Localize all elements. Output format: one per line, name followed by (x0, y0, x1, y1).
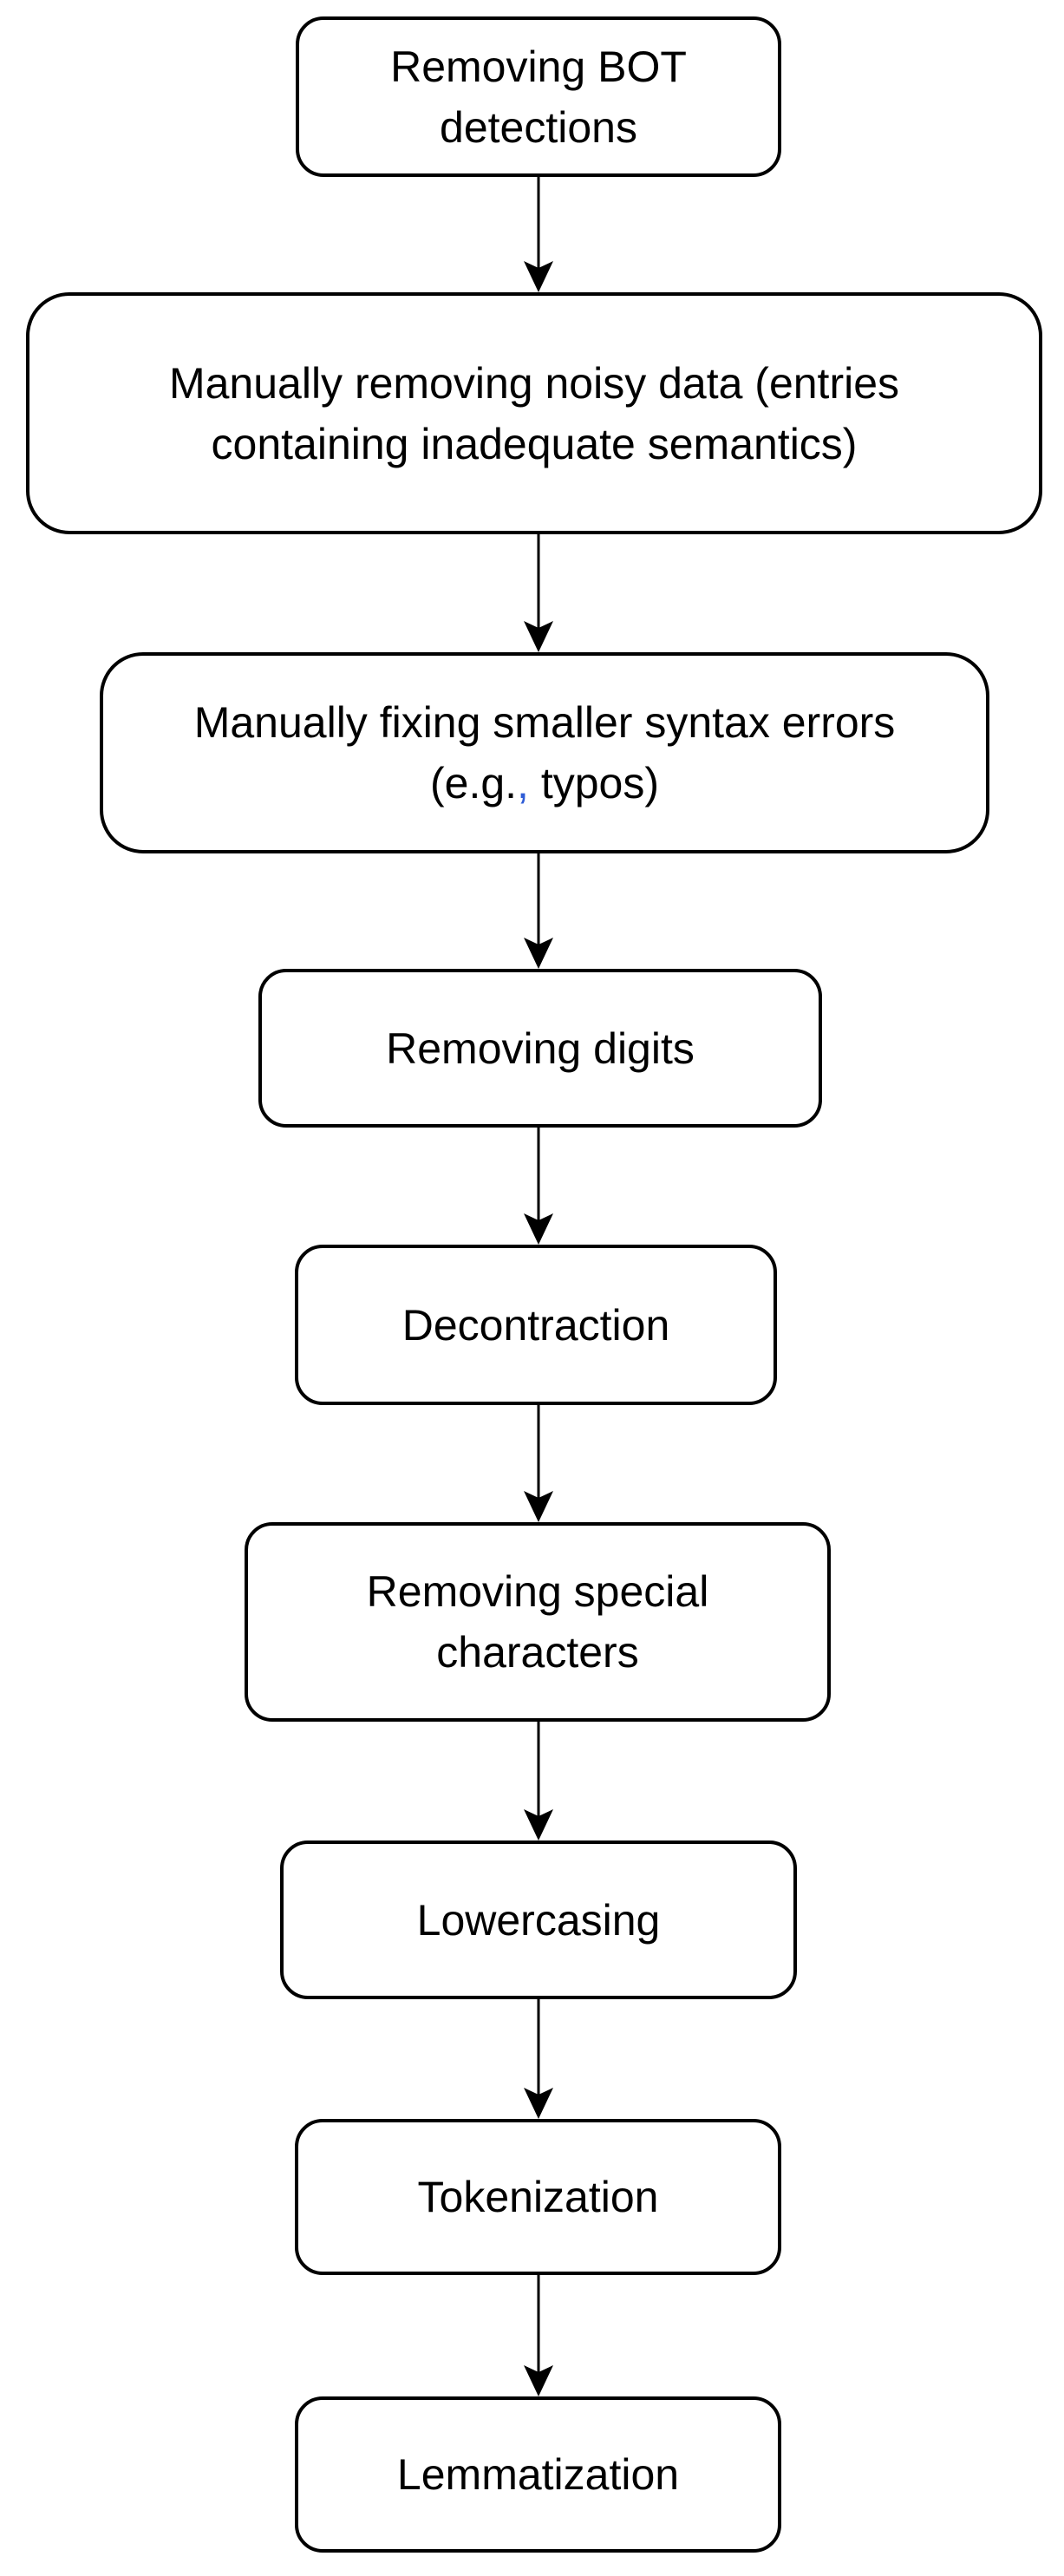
flow-step-label-line: Removing special (366, 1567, 709, 1616)
arrow-down-icon (524, 1213, 553, 1245)
label-text-segment: (e.g. (429, 759, 518, 807)
flow-step-label-line: characters (436, 1628, 639, 1677)
flow-step-label: Removing digits (386, 1018, 695, 1079)
flow-step-label-line: Manually removing noisy data (entries (168, 358, 900, 408)
flow-step-removing-special-characters: Removing special characters (245, 1522, 831, 1722)
arrow-down-icon (524, 938, 553, 969)
flow-step-label-line: Decontraction (401, 1300, 670, 1350)
flow-step-label: Lowercasing (417, 1890, 661, 1951)
arrow-shaft (537, 177, 540, 270)
arrow-down-icon (524, 621, 553, 652)
connector-arrow (524, 534, 553, 652)
flow-step-decontraction: Decontraction (295, 1245, 777, 1405)
flow-step-label: Removing special characters (367, 1561, 709, 1683)
arrow-shaft (537, 534, 540, 630)
arrow-down-icon (524, 1809, 553, 1840)
arrow-shaft (537, 2275, 540, 2374)
flow-step-label-line: Removing BOT (390, 42, 687, 91)
arrow-down-icon (524, 2365, 553, 2396)
flow-step-tokenization: Tokenization (295, 2119, 781, 2275)
flow-step-label-line: Lemmatization (396, 2450, 680, 2499)
flow-step-manually-fixing-syntax-errors: Manually fixing smaller syntax errors (e… (100, 652, 989, 853)
flow-step-removing-digits: Removing digits (258, 969, 822, 1128)
arrow-shaft (537, 1722, 540, 1818)
label-text-segment: typos) (528, 759, 660, 807)
flow-step-label: Manually fixing smaller syntax errors (e… (194, 692, 896, 814)
flow-step-label: Decontraction (402, 1295, 670, 1356)
flow-step-label-line: Removing digits (386, 1023, 695, 1073)
flow-step-manually-removing-noisy-data: Manually removing noisy data (entries co… (26, 292, 1042, 534)
arrow-shaft (537, 853, 540, 946)
flow-step-label-line: (e.g., typos) (194, 753, 896, 814)
connector-arrow (524, 1722, 553, 1840)
flow-step-label-line: Tokenization (417, 2173, 659, 2221)
flow-step-label: Tokenization (418, 2167, 659, 2227)
arrow-shaft (537, 1128, 540, 1222)
flow-step-label-line: detections (440, 102, 637, 152)
connector-arrow (524, 1405, 553, 1522)
flow-step-label: Manually removing noisy data (entries co… (169, 353, 899, 474)
arrow-shaft (537, 1999, 540, 2096)
flow-step-removing-bot-detections: Removing BOT detections (296, 16, 781, 177)
connector-arrow (524, 1999, 553, 2119)
accent-comma: , (517, 759, 529, 807)
arrow-shaft (537, 1405, 540, 1500)
flow-step-label: Lemmatization (397, 2444, 679, 2505)
connector-arrow (524, 1128, 553, 1245)
arrow-down-icon (524, 2088, 553, 2119)
flow-step-label-line: Manually fixing smaller syntax errors (193, 698, 896, 747)
flow-step-label-line: Lowercasing (416, 1895, 661, 1945)
connector-arrow (524, 177, 553, 292)
flow-step-label: Removing BOT detections (390, 36, 687, 158)
flow-step-lowercasing: Lowercasing (280, 1840, 797, 1999)
connector-arrow (524, 853, 553, 969)
connector-arrow (524, 2275, 553, 2396)
arrow-down-icon (524, 1491, 553, 1522)
flow-step-lemmatization: Lemmatization (295, 2396, 781, 2553)
flow-step-label-line: containing inadequate semantics) (211, 419, 858, 468)
arrow-down-icon (524, 261, 553, 292)
